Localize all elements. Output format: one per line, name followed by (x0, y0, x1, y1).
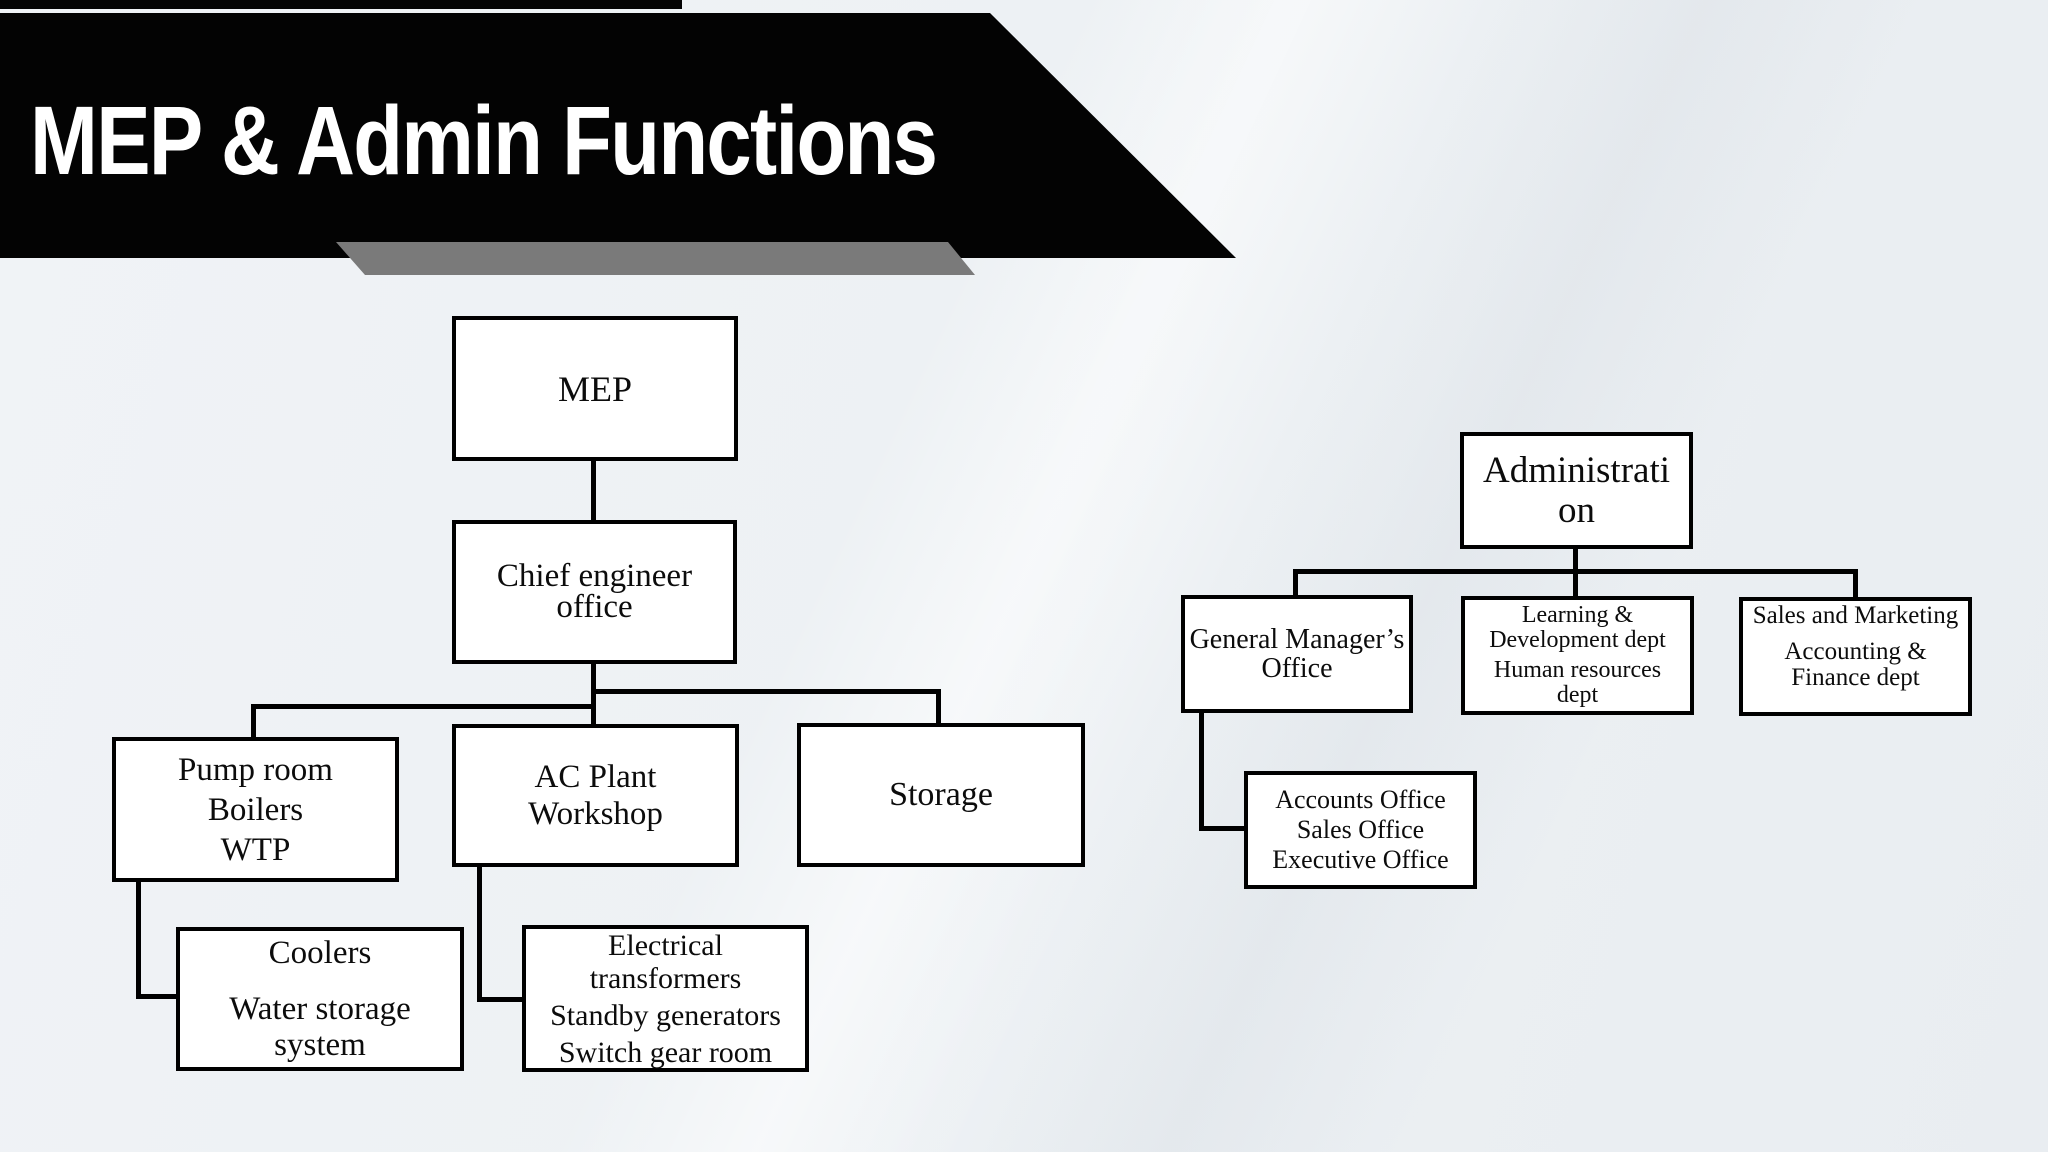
node-chief-engineer-office: Chief engineer office (452, 520, 737, 664)
connector-chief-right (591, 689, 941, 694)
node-electrical-line: Electrical (608, 928, 723, 962)
connector-chief-left (251, 704, 596, 709)
node-learning-line: dept (1556, 682, 1599, 708)
node-pump-line: Pump room (178, 751, 333, 788)
title-banner-shadow (336, 242, 975, 275)
connector-ac-electrical-v (477, 863, 482, 1002)
top-accent-bar (0, 0, 682, 9)
node-storage: Storage (797, 723, 1085, 867)
node-pump-line: WTP (220, 831, 291, 868)
connector-pump-coolers-v (136, 879, 141, 999)
node-mep: MEP (452, 316, 738, 461)
slide-title: MEP & Admin Functions (30, 86, 938, 195)
connector-gm-offices-v (1199, 710, 1204, 831)
node-coolers-line: Coolers (268, 935, 372, 971)
node-admin-line: on (1558, 489, 1595, 531)
node-chief-line: Chief engineer (496, 558, 693, 594)
node-learning-line: Development dept (1489, 627, 1666, 653)
node-coolers-line: system (274, 1027, 366, 1063)
node-learning-line: Learning & (1521, 602, 1634, 628)
connector-pump-drop (251, 704, 256, 741)
node-ac-plant: AC Plant Workshop (452, 724, 739, 867)
node-ac-line: AC Plant (534, 758, 657, 795)
node-learning-development: Learning & Development dept Human resour… (1461, 596, 1694, 715)
node-offices-line: Accounts Office (1275, 785, 1446, 814)
node-offices-line: Executive Office (1272, 845, 1449, 874)
node-electrical: Electrical transformers Standby generato… (522, 925, 809, 1072)
node-sales-marketing: Sales and Marketing Accounting & Finance… (1739, 597, 1972, 716)
node-coolers: Coolers Water storage system (176, 927, 464, 1071)
node-sales-line: Accounting & (1784, 638, 1927, 665)
node-offices-line: Sales Office (1296, 815, 1425, 844)
node-electrical-line: Standby generators (550, 998, 781, 1032)
node-ac-line: Workshop (528, 795, 663, 832)
node-admin-line: Administrati (1482, 449, 1671, 491)
node-gm-line: General Manager’s (1189, 624, 1405, 655)
node-administration: Administrati on (1460, 432, 1693, 549)
node-general-managers-office: General Manager’s Office (1181, 595, 1413, 713)
node-learning-line: Human resources (1493, 657, 1662, 683)
connector-chief-down (591, 661, 596, 727)
title-banner (0, 13, 1236, 258)
connector-sales-drop (1853, 569, 1858, 601)
connector-learning-drop (1573, 569, 1578, 600)
connector-mep-chief (591, 460, 596, 522)
node-sales-line: Sales and Marketing (1752, 602, 1959, 629)
connector-ac-electrical-h (477, 997, 526, 1002)
node-offices: Accounts Office Sales Office Executive O… (1244, 771, 1477, 889)
connector-gm-drop (1293, 569, 1298, 599)
connector-admin-down (1573, 546, 1578, 576)
connector-storage-drop (936, 689, 941, 727)
node-storage-label: Storage (889, 776, 993, 813)
node-pump-line: Boilers (207, 791, 304, 828)
connector-gm-offices-h (1199, 826, 1248, 831)
node-gm-line: Office (1261, 653, 1333, 684)
node-coolers-line: Water storage (229, 991, 411, 1027)
node-sales-line: Finance dept (1791, 664, 1920, 691)
node-electrical-line: Switch gear room (558, 1035, 773, 1069)
node-electrical-line: transformers (589, 961, 742, 995)
node-mep-label: MEP (557, 368, 633, 409)
node-chief-line: office (556, 589, 633, 625)
node-pump-room: Pump room Boilers WTP (112, 737, 399, 882)
connector-pump-coolers-h (136, 994, 180, 999)
